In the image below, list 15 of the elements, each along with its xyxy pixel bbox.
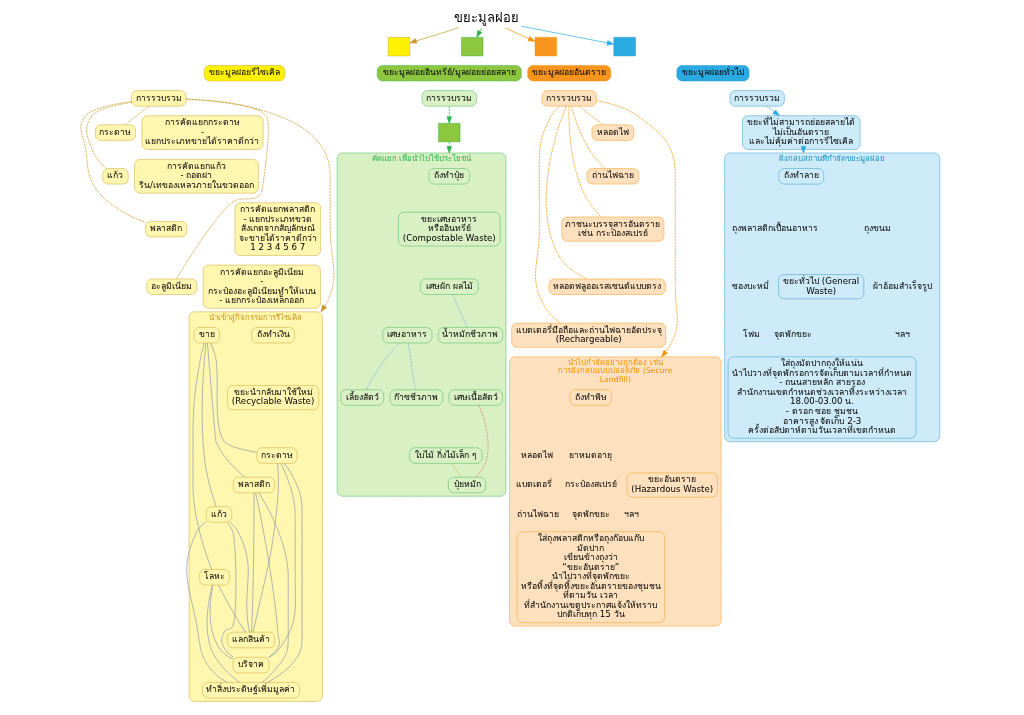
label: ฯลฯ (895, 329, 911, 340)
label: ถ่านไฟฉาย (516, 508, 559, 519)
label: ถุงพลาสติกเปื้อนอาหาร (731, 223, 818, 234)
node-text: ขยะมูลฝอย (453, 10, 519, 26)
label: ยาหมดอายุ (569, 449, 613, 460)
label: ผ้าอ้อมสำเร็จรูป (873, 280, 933, 291)
label: กระป๋องสเปรย์ (564, 479, 617, 490)
label: แบตเตอรี่ (515, 479, 552, 490)
label: จุดพักขยะ (774, 329, 813, 340)
label: ถุงขนม (863, 223, 891, 234)
label: ฯลฯ (623, 508, 639, 519)
label: หลอดไฟ (520, 449, 553, 460)
label: จุดพักขยะ (571, 508, 610, 519)
label: ซองบะหมี่ (731, 280, 769, 291)
label: โฟม (742, 329, 760, 340)
